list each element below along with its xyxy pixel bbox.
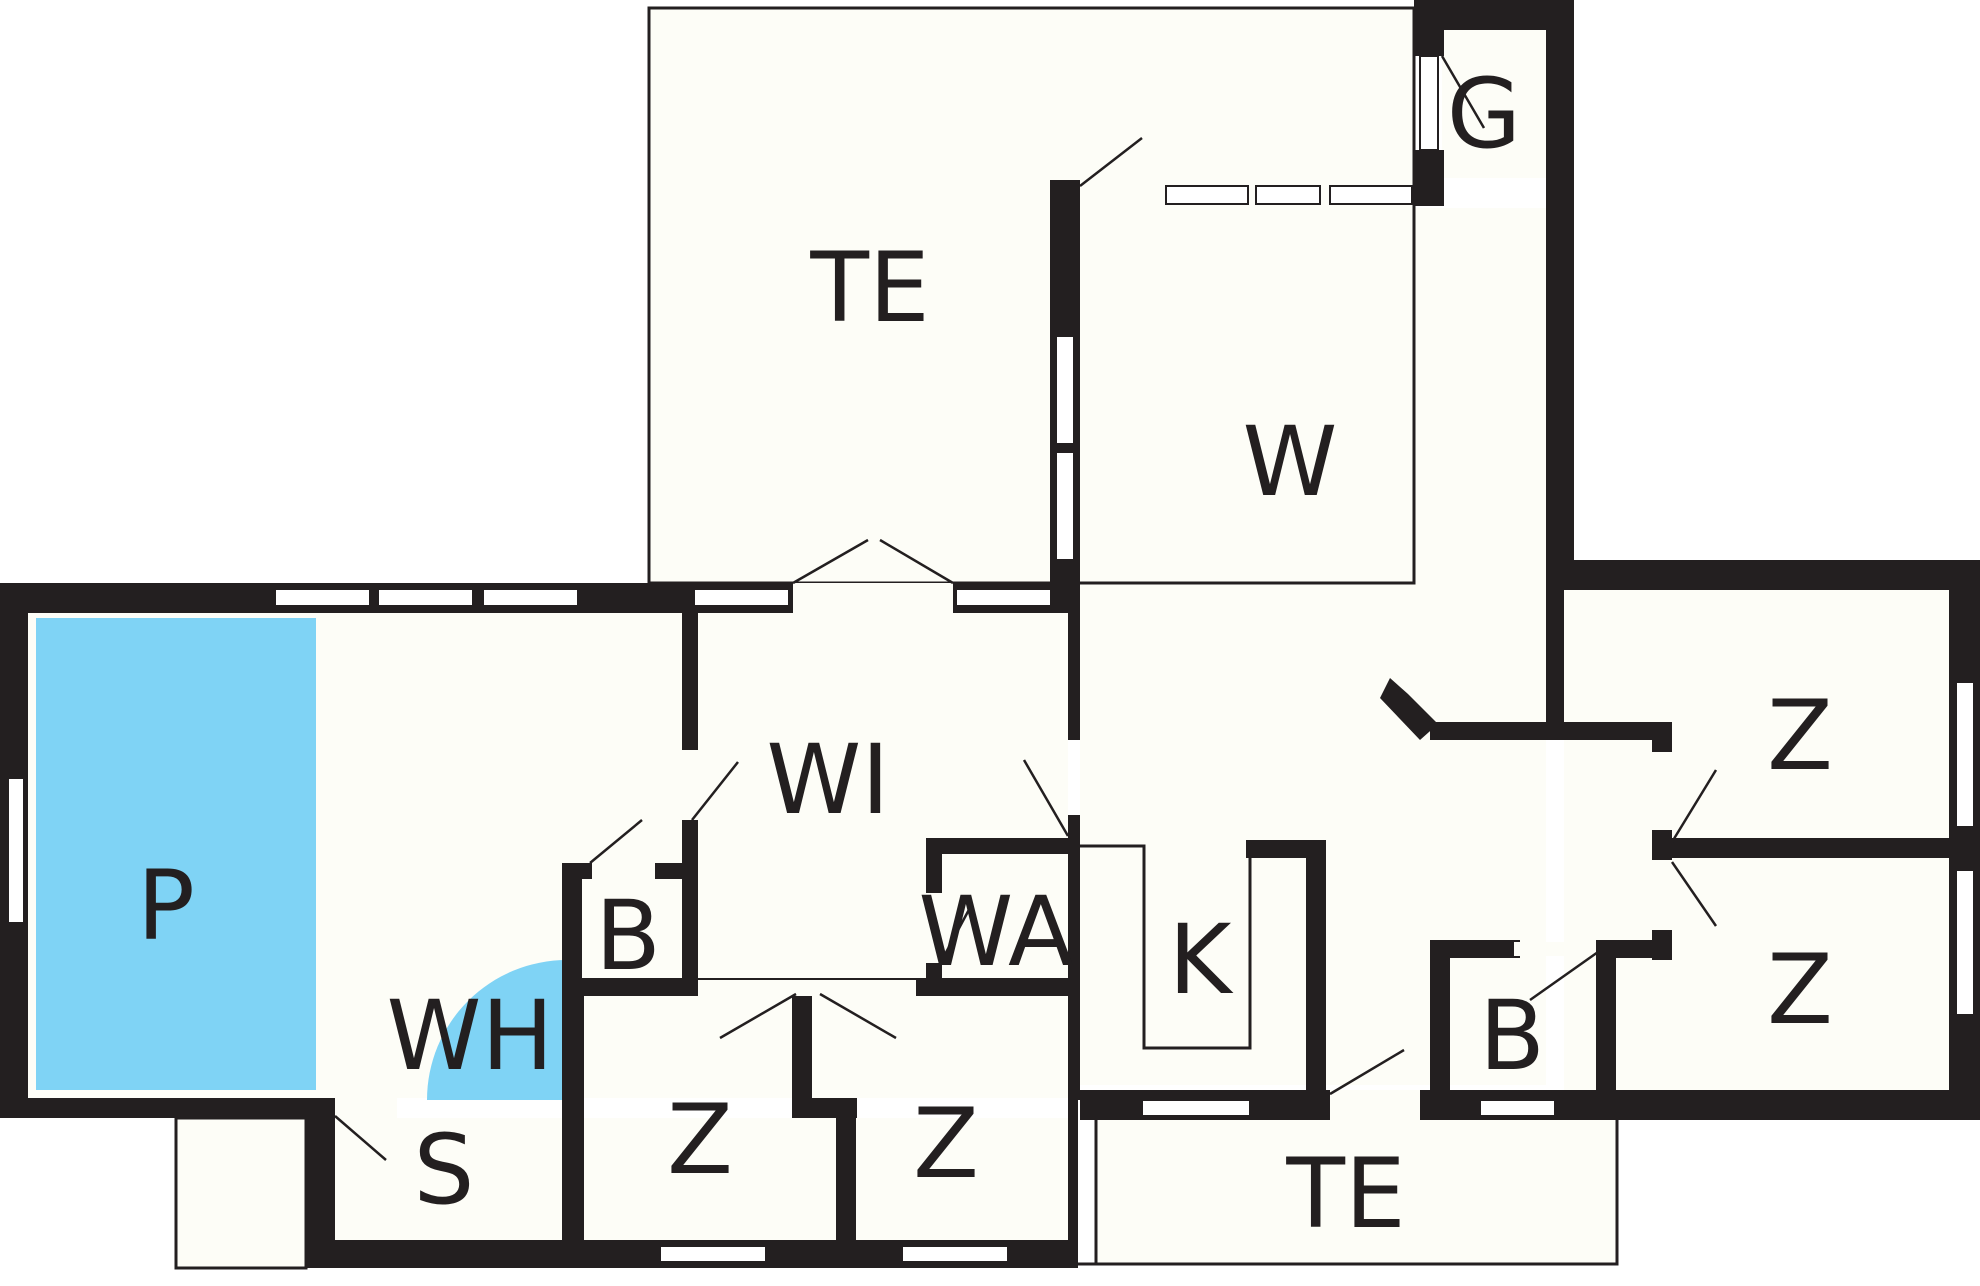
label-b-left: B — [595, 880, 661, 992]
label-wa: WA — [918, 876, 1073, 988]
label-wi: WI — [766, 724, 889, 836]
shower-tray — [427, 960, 567, 1100]
label-p: P — [137, 850, 195, 962]
label-g: G — [1447, 58, 1521, 170]
label-te-top: TE — [809, 232, 929, 344]
windows — [7, 55, 1975, 1263]
label-wh: WH — [386, 980, 553, 1092]
label-z-bottom-mid: Z — [913, 1088, 979, 1200]
outlines — [174, 6, 1619, 1270]
label-w: W — [1243, 406, 1338, 518]
door-swings — [334, 55, 1718, 1161]
label-z-bottom-left: Z — [667, 1084, 733, 1196]
label-z-right-top: Z — [1767, 680, 1833, 792]
label-k: K — [1169, 904, 1234, 1016]
room-floors — [28, 8, 1949, 1268]
door-openings — [335, 583, 1596, 1120]
label-b-right: B — [1479, 980, 1545, 1092]
label-te-bottom: TE — [1285, 1138, 1405, 1250]
label-z-right-bottom: Z — [1767, 934, 1833, 1046]
pool — [36, 618, 316, 1090]
room-labels: TE G W WI P WH B WA K Z Z B S Z Z TE — [137, 58, 1833, 1250]
label-s: S — [414, 1114, 475, 1226]
